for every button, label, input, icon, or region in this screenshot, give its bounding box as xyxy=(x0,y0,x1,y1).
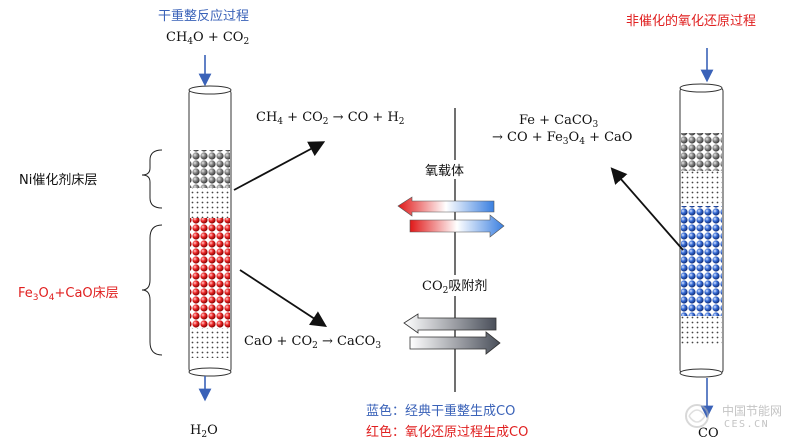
dry-reforming-arrow xyxy=(233,141,326,191)
ni-layer-label: Ni催化剂床层 xyxy=(19,173,98,188)
oxygen-carrier-label: 氧载体 xyxy=(423,160,467,179)
oxygen-carrier-arrow-right xyxy=(409,214,505,238)
redox-arrow xyxy=(610,167,684,251)
right-blue-bed xyxy=(681,206,722,316)
watermark-logo xyxy=(685,404,709,428)
co2-sorbent-arrow-right xyxy=(409,331,501,355)
left-output-formula: H2O xyxy=(190,423,218,440)
right-process-title: 非催化的氧化还原过程 xyxy=(626,14,757,29)
right-gray-bed xyxy=(681,133,722,171)
fe3o4-cao-bed xyxy=(190,218,230,328)
left-reactor xyxy=(188,55,232,402)
redox-equation-line2: → CO + Fe3O4 + CaO xyxy=(492,130,633,147)
co2-sorbent-label: CO2吸附剂 xyxy=(420,275,490,296)
left-inert-zone-1 xyxy=(190,188,230,218)
legend-blue: 蓝色：经典干重整生成CO xyxy=(366,404,516,419)
fe-layer-brace xyxy=(141,224,163,356)
watermark-text-cn: 中国节能网 xyxy=(722,404,783,418)
carbonation-equation: CaO + CO2 → CaCO3 xyxy=(244,334,382,351)
redox-equation-line1: Fe + CaCO3 xyxy=(519,113,599,130)
ni-layer-brace xyxy=(141,149,163,209)
left-process-title: 干重整反应过程 xyxy=(158,9,250,24)
dry-reforming-equation: CH4 + CO2 → CO + H2 xyxy=(256,110,405,127)
watermark-text-en: CES.CN xyxy=(724,419,770,430)
carbonation-arrow xyxy=(239,269,328,327)
oxygen-carrier-arrow-left xyxy=(397,196,495,217)
co2-sorbent-arrow-left xyxy=(403,313,497,334)
right-inert-zone-2 xyxy=(681,316,722,346)
left-inert-zone-2 xyxy=(190,328,230,358)
ni-catalyst-bed xyxy=(190,150,230,188)
legend-red: 红色：氧化还原过程生成CO xyxy=(366,425,529,440)
right-output-formula: CO xyxy=(698,426,719,441)
left-input-formula: CH4O + CO2 xyxy=(166,30,250,47)
right-inert-zone-1 xyxy=(681,171,722,206)
right-reactor xyxy=(679,48,724,419)
fe-cao-layer-label: Fe3O4+CaO床层 xyxy=(18,286,119,303)
